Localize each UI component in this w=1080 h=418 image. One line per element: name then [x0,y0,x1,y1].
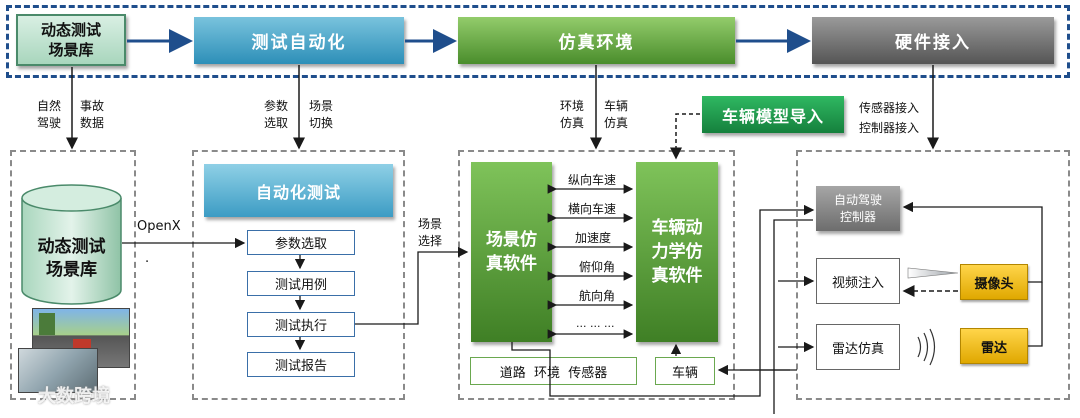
signal-heading: 航向角 [577,287,618,304]
left-panel [10,150,136,400]
label-natural-driving: 自然 驾驶 [37,99,62,130]
cylinder-shape [21,184,122,305]
road-env-sensor-box: 道路 环境 传感器 [470,357,637,385]
step-test-report[interactable]: 测试报告 [247,352,355,377]
video-inject-box[interactable]: 视频注入 [816,258,900,304]
vehicle-box: 车辆 [655,357,715,385]
watermark: 大数跨境 [38,386,110,407]
signal-more: ... ... ... [574,317,617,330]
step-param-select[interactable]: 参数选取 [247,230,355,255]
hardware-header: 硬件接入 [812,17,1054,64]
top-row-frame [6,5,1070,78]
dynamics-sim-software: 车辆动 力学仿 真软件 [636,162,718,342]
scene-db-cylinder-label: 动态测试 场景库 [37,237,106,280]
label-scene-switch: 场景 切换 [309,99,334,130]
road-scene-thumbnail [18,348,98,393]
label-param-select: 参数 选取 [264,99,289,130]
label-scene-select: 场景 选择 [418,217,443,248]
simulation-header: 仿真环境 [458,17,735,64]
label-openx-dot: . [145,251,150,266]
label-vehicle-sim: 车辆 仿真 [604,99,629,130]
signal-acceleration: 加速度 [573,229,614,246]
ad-controller[interactable]: 自动驾驶 控制器 [816,186,900,231]
top-db-header: 动态测试 场景库 [16,14,126,66]
signal-longitudinal: 纵向车速 [566,171,619,188]
scene-sim-software-label: 场景仿 真软件 [486,230,537,274]
vehicle-model-import-button[interactable]: 车辆模型导入 [702,96,844,133]
signal-lateral: 横向车速 [566,200,619,217]
step-test-case[interactable]: 测试用例 [247,271,355,296]
dynamics-sim-software-label: 车辆动 力学仿 真软件 [651,218,703,286]
radar-sim-box[interactable]: 雷达仿真 [816,324,900,370]
label-openx: OpenX [137,219,181,234]
camera-box[interactable]: 摄像头 [960,264,1028,300]
label-sensor-access: 传感器接入 控制器接入 [859,101,920,135]
step-test-exec[interactable]: 测试执行 [247,312,355,337]
radar-box[interactable]: 雷达 [960,328,1028,364]
scene-db-cylinder [21,184,122,306]
scene-sim-software: 场景仿 真软件 [471,162,552,342]
signal-pitch: 俯仰角 [577,258,618,275]
label-accident-data: 事故 数据 [80,99,105,130]
top-db-label: 动态测试 场景库 [40,21,101,59]
automation-header: 测试自动化 [194,17,404,64]
ad-controller-label: 自动驾驶 控制器 [833,192,882,224]
auto-test-title: 自动化测试 [204,164,393,217]
label-env-sim: 环境 仿真 [560,99,585,130]
